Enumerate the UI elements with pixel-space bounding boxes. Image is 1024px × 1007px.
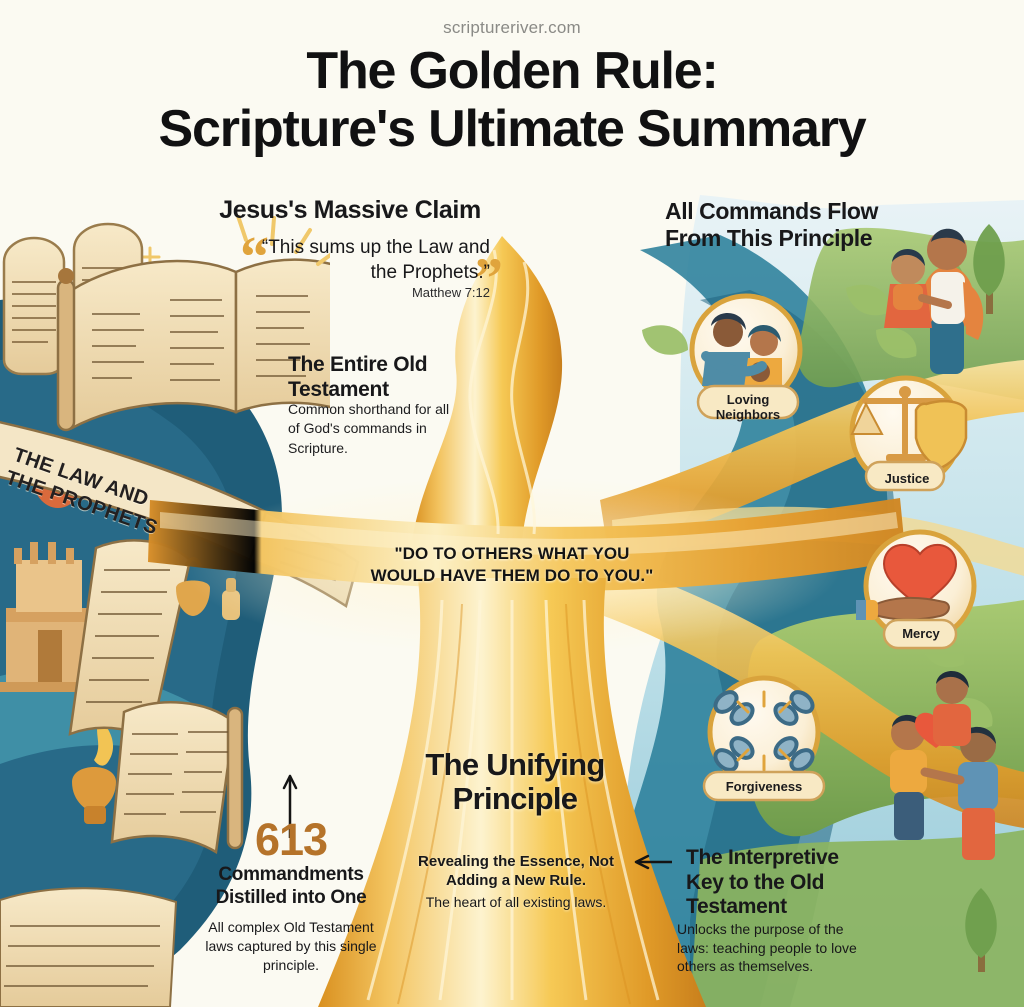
people-handshake-figures xyxy=(890,670,998,860)
commandment-count-subtitle: Commandments Distilled into One xyxy=(215,864,367,909)
badge-label-forgiveness: Forgiveness xyxy=(725,779,803,794)
badge-label-justice: Justice xyxy=(884,471,930,486)
jesus-quote-text: “This sums up the Law and the Prophets.” xyxy=(261,237,490,283)
page-title: The Golden Rule: Scripture's Ultimate Su… xyxy=(0,42,1024,158)
badge-mercy[interactable] xyxy=(856,529,977,650)
small-scroll-illustration xyxy=(110,701,244,855)
quote-close-icon: ” xyxy=(474,246,503,311)
open-scroll-illustration xyxy=(56,215,330,432)
golden-rule-text: "DO TO OTHERS WHAT YOU WOULD HAVE THEM D… xyxy=(370,544,654,586)
hanging-scroll-illustration xyxy=(68,539,192,743)
badge-loving-neighbors[interactable] xyxy=(689,293,803,420)
golden-river xyxy=(148,236,906,1007)
connector-arrows xyxy=(282,774,672,870)
site-url: scriptureriver.com xyxy=(443,18,581,37)
commandment-count-body: All complex Old Testament laws captured … xyxy=(205,919,377,974)
quote-open-icon: “ xyxy=(240,224,269,289)
title-line-2: Scripture's Ultimate Summary xyxy=(158,100,866,159)
old-testament-body: Common shorthand for all of God's comman… xyxy=(288,401,450,456)
scripture-reference: Matthew 7:12 xyxy=(411,285,490,300)
badge-justice[interactable] xyxy=(849,375,968,492)
jesus-claim-heading: Jesus's Massive Claim xyxy=(219,196,481,224)
oil-lamp-illustration xyxy=(72,720,116,824)
badge-forgiveness[interactable] xyxy=(702,675,826,802)
badge-label-mercy: Mercy xyxy=(902,626,940,641)
unifying-principle-heading: The Unifying Principle xyxy=(425,747,605,817)
title-line-1: The Golden Rule: xyxy=(306,42,718,100)
badge-label-loving-neighbors: Loving Neighbors xyxy=(715,392,781,423)
interpretive-key-body: Unlocks the purpose of the laws: teachin… xyxy=(677,921,857,975)
old-testament-heading: The Entire Old Testament xyxy=(288,353,428,401)
unifying-principle-subtitle: Revealing the Essence, Not Adding a New … xyxy=(418,853,614,890)
people-greeting-figures xyxy=(884,228,984,374)
commands-flow-heading: All Commands Flow From This Principle xyxy=(665,198,878,251)
interpretive-key-heading: The Interpretive Key to the Old Testamen… xyxy=(686,846,839,919)
temple-illustration xyxy=(0,542,110,692)
commandment-count: 613 xyxy=(254,814,328,865)
unifying-principle-note: The heart of all existing laws. xyxy=(425,894,607,910)
